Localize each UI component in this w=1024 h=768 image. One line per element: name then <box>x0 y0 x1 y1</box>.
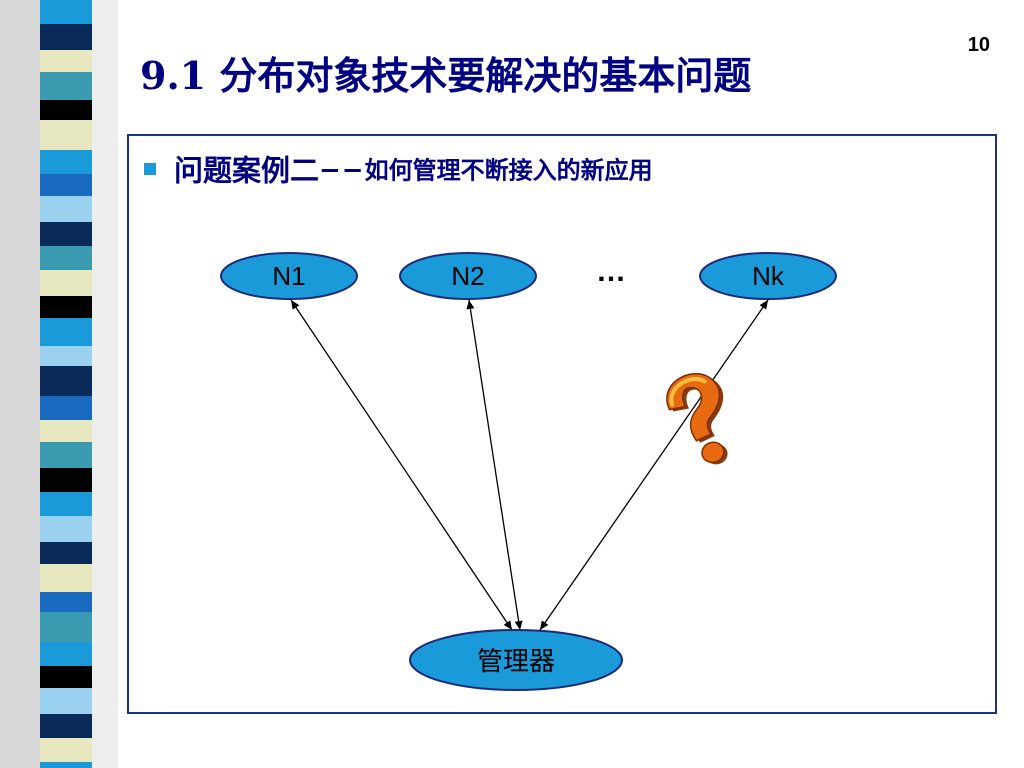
stripe-segment <box>40 542 92 564</box>
stripe-segment <box>40 296 92 318</box>
stripe-segment <box>40 100 92 120</box>
stripe-segment <box>40 688 92 714</box>
stripe-segment <box>40 150 92 174</box>
node-nk: Nk <box>699 252 837 300</box>
stripe-segment <box>40 642 92 666</box>
stripe-segment <box>40 492 92 516</box>
stripe-segment <box>40 246 92 270</box>
stripe-segment <box>40 762 92 768</box>
stripe-segment <box>40 468 92 492</box>
node-ellipsis: … <box>596 255 626 288</box>
connector-n2-manager <box>466 299 523 631</box>
bullet-point: 问题案例二−−如何管理不断接入的新应用 <box>144 150 653 190</box>
stripe-segment <box>40 420 92 442</box>
stripe-segment <box>40 318 92 346</box>
stripe-segment <box>40 346 92 366</box>
stripe-segment <box>40 50 92 72</box>
stripe-segment <box>40 612 92 642</box>
manager-label: 管理器 <box>477 647 555 677</box>
manager-node: 管理器 <box>409 629 623 691</box>
page-number: 10 <box>967 34 990 56</box>
stripe-segment <box>40 72 92 100</box>
content-frame <box>127 134 997 714</box>
node-nk-label: Nk <box>752 261 785 291</box>
stripe-segment <box>40 174 92 196</box>
decorative-stripe-bar <box>0 0 118 768</box>
slide-title: 9.1 分布对象技术要解决的基本问题 <box>140 53 752 98</box>
stripe-segment <box>40 0 92 24</box>
bullet-main-text: 问题案例二 <box>174 153 320 188</box>
stripe-segment <box>40 196 92 222</box>
stripe-segment <box>40 24 92 50</box>
stripe-segment <box>40 564 92 592</box>
connector-n1-manager <box>290 299 513 631</box>
bullet-sub-text: 如何管理不断接入的新应用 <box>364 156 653 185</box>
stripe-segment <box>40 396 92 420</box>
stripe-segment <box>40 366 92 396</box>
stripe-segment <box>40 516 92 542</box>
stripe-segment <box>40 120 92 150</box>
stripe-segment <box>40 270 92 296</box>
question-mark-icon <box>666 372 728 465</box>
stripe-segment <box>40 738 92 762</box>
stripe-segment <box>40 592 92 612</box>
stripe-segment <box>40 442 92 468</box>
bullet-separator: −− <box>319 155 365 186</box>
connector-nk-manager <box>539 299 769 631</box>
stripe-segment <box>40 666 92 688</box>
node-n2-label: N2 <box>451 261 484 291</box>
node-n1: N1 <box>220 252 358 300</box>
stripe-segment <box>40 222 92 246</box>
bullet-square-icon <box>144 162 156 175</box>
stripe-segment <box>40 714 92 738</box>
node-n1-label: N1 <box>272 261 305 291</box>
node-n2: N2 <box>399 252 537 300</box>
